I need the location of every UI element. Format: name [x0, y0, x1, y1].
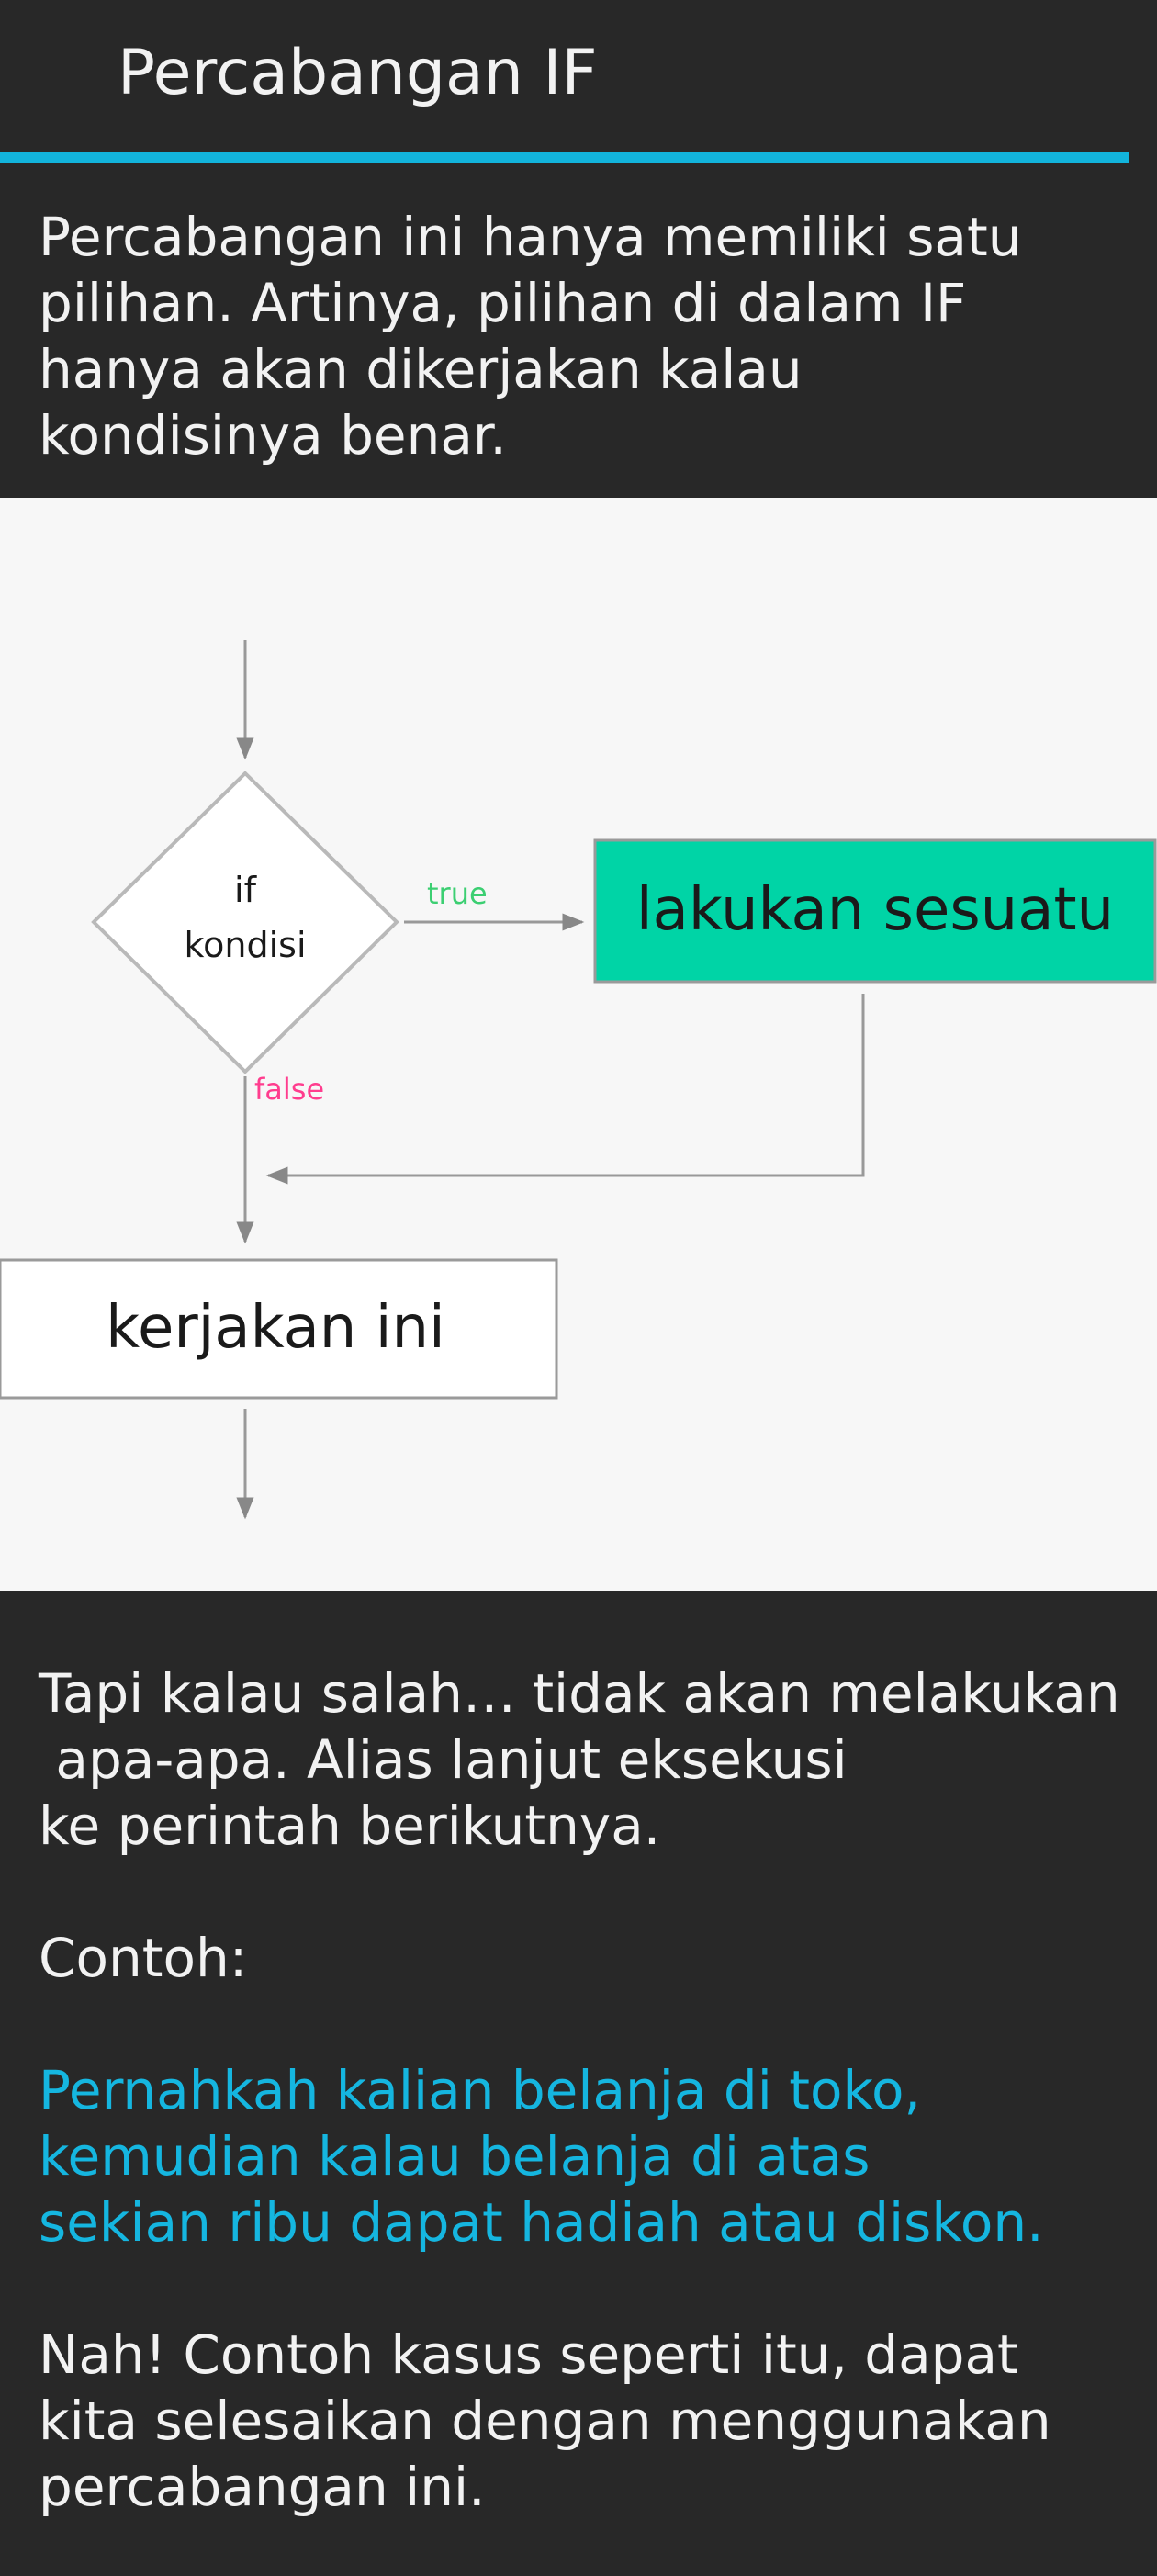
example-line: sekian ribu dapat hadiah atau diskon. [39, 2191, 1044, 2254]
example-paragraph: Pernahkah kalian belanja di toko, kemudi… [39, 2057, 1150, 2255]
return-path [265, 994, 865, 1185]
header: Percabangan IF [0, 0, 1157, 163]
page-title: Percabangan IF [118, 37, 598, 109]
text-line: ke perintah berikutnya. [39, 1794, 661, 1857]
text-line: apa-apa. Alias lanjut eksekusi [39, 1728, 848, 1791]
intro-paragraph: Percabangan ini hanya memiliki satu pili… [39, 204, 1122, 468]
condition-text-kondisi: kondisi [184, 925, 306, 965]
text-line: Tapi kalau salah… tidak akan melakukan [39, 1662, 1120, 1725]
example-line: Pernahkah kalian belanja di toko, [39, 2059, 921, 2121]
intro-line: kondisinya benar. [39, 404, 507, 467]
conclusion-line: kita selesaikan dengan menggunakan [39, 2390, 1051, 2452]
intro-line: pilihan. Artinya, pilihan di dalam IF [39, 272, 967, 334]
true-label: true [427, 876, 488, 911]
title-underline [0, 152, 1129, 163]
explanation-paragraph: Tapi kalau salah… tidak akan melakukan a… [39, 1660, 1150, 1859]
next-box [0, 1258, 558, 1400]
example-label: Contoh: [39, 1927, 248, 1989]
false-label: false [254, 1072, 324, 1107]
intro-line: Percabangan ini hanya memiliki satu [39, 206, 1022, 268]
flowchart-image: if kondisi true lakukan sesuatu false ke… [0, 498, 1157, 1591]
conclusion-line: Nah! Contoh kasus seperti itu, dapat [39, 2323, 1018, 2386]
example-line: kemudian kalau belanja di atas [39, 2125, 871, 2188]
conclusion-line: percabangan ini. [39, 2456, 486, 2518]
condition-diamond [91, 771, 399, 1074]
flowchart-svg: if kondisi true lakukan sesuatu false ke… [0, 640, 1157, 1520]
conclusion-paragraph: Nah! Contoh kasus seperti itu, dapat kit… [39, 2322, 1150, 2520]
intro-line: hanya akan dikerjakan kalau [39, 338, 803, 400]
action-box-label: lakukan sesuatu [636, 876, 1114, 944]
condition-text-if: if [234, 870, 258, 910]
example-heading: Contoh: [39, 1925, 1150, 1991]
next-box-label: kerjakan ini [106, 1294, 445, 1362]
action-box [593, 838, 1157, 984]
